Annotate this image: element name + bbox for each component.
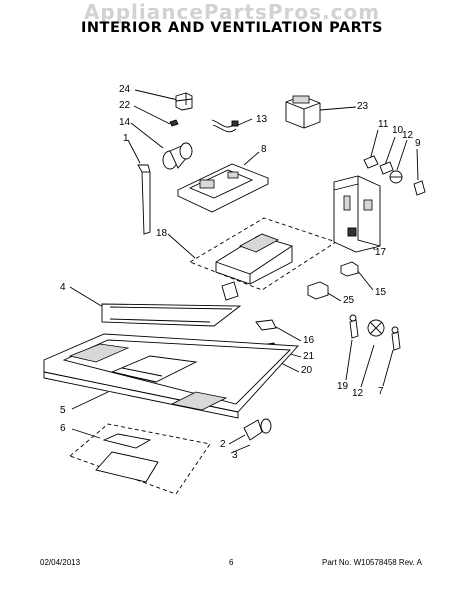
part-16-lamp-socket <box>255 319 277 331</box>
part-13-wire-harness <box>211 119 239 133</box>
part-25-relay <box>307 281 329 300</box>
callout-24: 24 <box>119 84 131 95</box>
part-22-screw <box>169 119 179 127</box>
callout-6: 6 <box>60 423 66 434</box>
callout-15: 15 <box>375 287 387 298</box>
callout-9: 9 <box>415 138 421 149</box>
part-17-control-panel <box>333 175 381 253</box>
part-3-bulb <box>260 418 272 434</box>
diagram-title: INTERIOR AND VENTILATION PARTS <box>81 20 383 36</box>
part-18-vent-housing <box>188 217 338 301</box>
callout-3: 3 <box>232 450 238 461</box>
part-12-thermostat-upper <box>389 170 403 184</box>
callout-4: 4 <box>60 282 66 293</box>
part-7-thermal-fuse <box>391 326 401 351</box>
part-1-bracket <box>137 164 151 235</box>
part-6-grease-filter <box>69 423 211 495</box>
footer-part-number: Part No. W10578458 Rev. A <box>322 558 422 567</box>
callout-5: 5 <box>60 405 66 416</box>
part-24-bracket <box>175 92 193 111</box>
part-23-transformer <box>285 95 321 129</box>
part-5-vent-plate <box>43 333 299 419</box>
part-4-filter <box>101 303 242 327</box>
callout-16: 16 <box>303 335 315 346</box>
callout-11: 11 <box>378 119 389 130</box>
callout-21: 21 <box>303 351 315 362</box>
callout-8: 8 <box>261 144 267 155</box>
part-12-thermostat-lower <box>367 319 385 337</box>
part-11-switch <box>363 155 379 169</box>
callout-12-lower: 12 <box>352 388 364 399</box>
callout-18: 18 <box>156 228 168 239</box>
callout-1: 1 <box>123 133 129 144</box>
callout-23: 23 <box>357 101 369 112</box>
footer-page-number: 6 <box>229 558 234 567</box>
part-15-relay <box>340 261 359 277</box>
part-10-switch <box>379 161 394 175</box>
part-19-thermal-fuse <box>349 314 359 339</box>
part-8-control-board <box>176 163 270 213</box>
part-9-fuse <box>413 180 426 196</box>
part-14-capacitor <box>162 142 193 170</box>
callout-12-upper: 12 <box>402 130 414 141</box>
watermark: AppliancePartsPros.com <box>83 0 381 24</box>
callout-10: 10 <box>392 125 404 136</box>
callout-7: 7 <box>378 386 384 397</box>
callout-25: 25 <box>343 295 355 306</box>
callout-13: 13 <box>256 114 268 125</box>
callout-22: 22 <box>119 100 131 111</box>
callout-19: 19 <box>337 381 349 392</box>
part-2-lamp-holder <box>243 419 263 441</box>
callout-14: 14 <box>119 117 131 128</box>
callout-20: 20 <box>301 365 313 376</box>
callout-17: 17 <box>375 247 387 258</box>
footer-date: 02/04/2013 <box>40 558 81 567</box>
callout-2: 2 <box>220 439 226 450</box>
